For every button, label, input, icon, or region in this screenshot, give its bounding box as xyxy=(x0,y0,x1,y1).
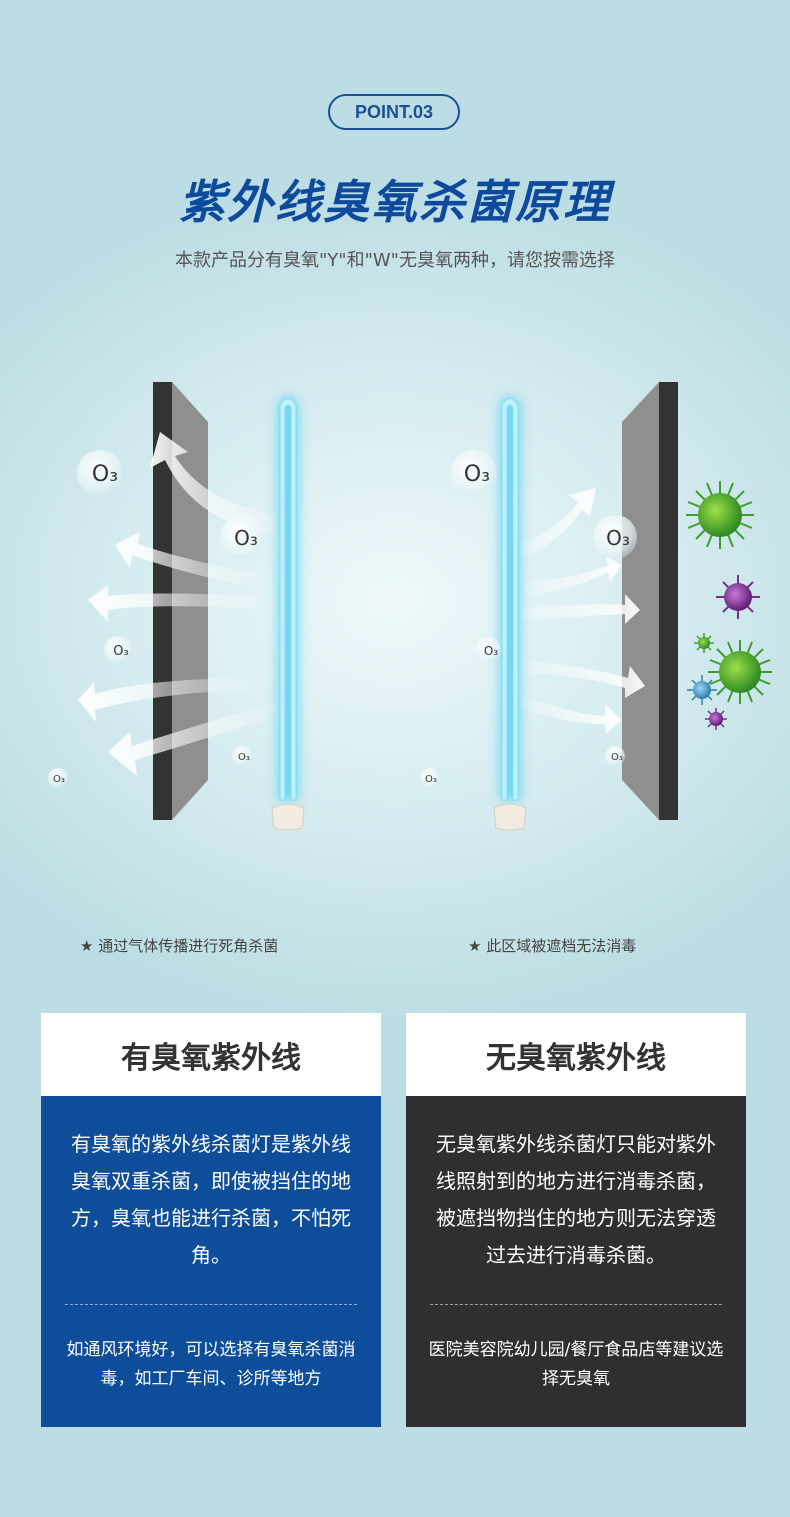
virus-cluster xyxy=(686,481,772,730)
no-ozone-uv-card: 无臭氧紫外线 无臭氧紫外线杀菌灯只能对紫外线照射到的地方进行消毒杀菌，被遮挡物挡… xyxy=(406,1013,746,1427)
card-body: 无臭氧紫外线杀菌灯只能对紫外线照射到的地方进行消毒杀菌，被遮挡物挡住的地方则无法… xyxy=(406,1096,746,1427)
ozone-label: O₃ xyxy=(611,752,623,763)
uv-ozone-diagram: O₃ O₃ O₃ O₃ O₃ O₃ O₃ xyxy=(48,382,772,831)
ozone-label: O₃ xyxy=(484,644,498,658)
card-body: 有臭氧的紫外线杀菌灯是紫外线臭氧双重杀菌，即使被挡住的地方，臭氧也能进行杀菌，不… xyxy=(41,1096,381,1427)
ozone-arrows-left xyxy=(78,432,300,776)
uv-lamp-left xyxy=(271,396,305,831)
ozone-uv-card: 有臭氧紫外线 有臭氧的紫外线杀菌灯是紫外线臭氧双重杀菌，即使被挡住的地方，臭氧也… xyxy=(41,1013,381,1427)
purple-virus-icon xyxy=(705,708,727,730)
page-title: 紫外线臭氧杀菌原理 xyxy=(179,175,611,229)
green-virus-icon xyxy=(694,633,714,653)
blue-virus-icon xyxy=(687,675,717,705)
dashed-divider xyxy=(430,1304,722,1305)
no-ozone-scene: O₃ O₃ O₃ O₃ O₃ xyxy=(420,382,772,831)
green-virus-icon xyxy=(686,481,754,549)
point-badge: POINT.03 xyxy=(328,94,460,130)
card-title: 无臭氧紫外线 xyxy=(406,1013,746,1096)
ozone-bubbles-right: O₃ O₃ O₃ O₃ O₃ xyxy=(420,450,637,788)
ozone-label: O₃ xyxy=(234,526,258,550)
card-description: 无臭氧紫外线杀菌灯只能对紫外线照射到的地方进行消毒杀菌，被遮挡物挡住的地方则无法… xyxy=(436,1132,716,1267)
purple-virus-icon xyxy=(716,575,760,619)
uv-arrows-right xyxy=(500,488,645,734)
dashed-divider xyxy=(65,1304,357,1305)
ozone-label: O₃ xyxy=(92,462,118,487)
right-panel-face xyxy=(622,382,659,820)
ozone-label: O₃ xyxy=(425,774,437,785)
ozone-label: O₃ xyxy=(238,752,250,763)
card-description: 有臭氧的紫外线杀菌灯是紫外线臭氧双重杀菌，即使被挡住的地方，臭氧也能进行杀菌，不… xyxy=(71,1132,351,1267)
caption-no-ozone: ★ 此区域被遮档无法消毒 xyxy=(468,937,637,955)
page-subtitle: 本款产品分有臭氧"Y"和"W"无臭氧两种，请您按需选择 xyxy=(175,250,615,271)
ozone-label: O₃ xyxy=(53,774,65,785)
ozone-label: O₃ xyxy=(464,462,490,487)
green-virus-icon xyxy=(708,640,772,704)
uv-lamp-right xyxy=(493,396,527,831)
card-title: 有臭氧紫外线 xyxy=(41,1013,381,1096)
card-recommendation: 如通风环境好，可以选择有臭氧杀菌消毒，如工厂车间、诊所等地方 xyxy=(66,1340,356,1389)
right-panel-edge xyxy=(659,382,678,820)
caption-ozone: ★ 通过气体传播进行死角杀菌 xyxy=(80,937,279,955)
ozone-label: O₃ xyxy=(113,644,128,659)
ozone-scene: O₃ O₃ O₃ O₃ O₃ xyxy=(48,382,305,831)
card-recommendation: 医院美容院幼儿园/餐厅食品店等建议选择无臭氧 xyxy=(428,1340,724,1389)
ozone-bubbles-left: O₃ O₃ O₃ O₃ O₃ xyxy=(48,450,264,788)
ozone-label: O₃ xyxy=(606,526,630,550)
